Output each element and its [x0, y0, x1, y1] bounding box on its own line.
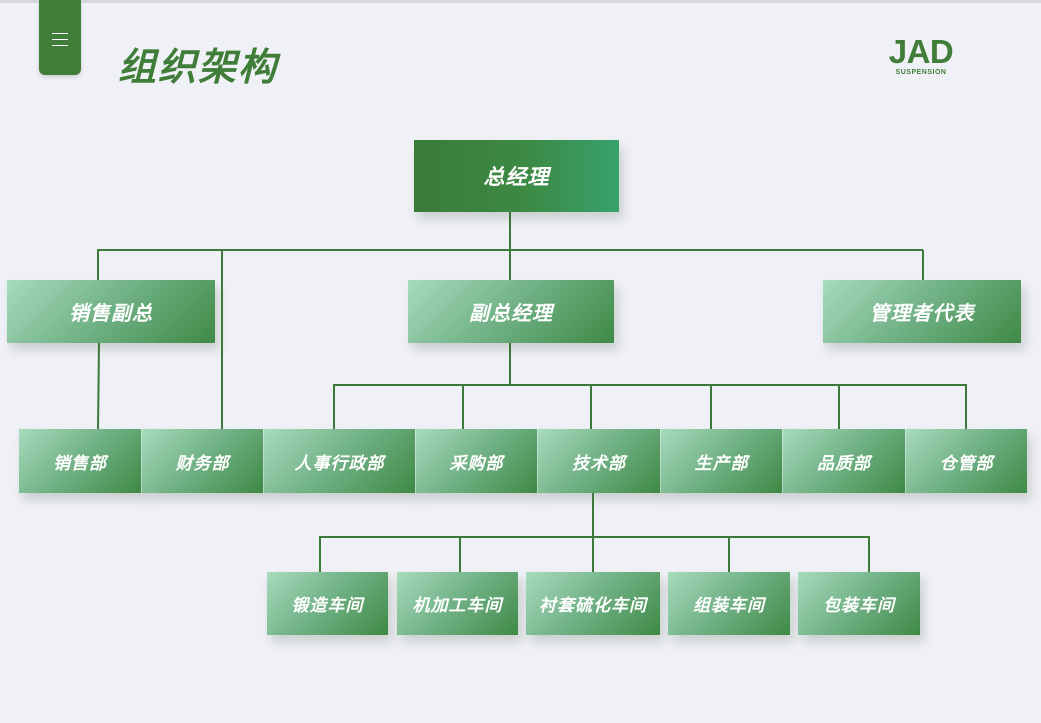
- org-node-deputy-gm[interactable]: 副总经理: [408, 280, 614, 343]
- org-node-management-rep[interactable]: 管理者代表: [823, 280, 1021, 343]
- page-title: 组织架构: [118, 45, 279, 89]
- org-node-machining-workshop[interactable]: 机加工车间: [397, 572, 518, 635]
- menu-button[interactable]: [39, 0, 81, 75]
- org-node-packaging-workshop[interactable]: 包装车间: [798, 572, 920, 635]
- org-node-sales-dept[interactable]: 销售部: [19, 429, 142, 493]
- node-label: 包装车间: [823, 596, 895, 616]
- node-label: 采购部: [449, 453, 504, 474]
- logo-wordmark: JAD: [888, 33, 954, 70]
- org-node-production-dept[interactable]: 生产部: [661, 429, 783, 493]
- node-label: 销售部: [53, 453, 107, 474]
- org-node-sales-vp[interactable]: 销售副总: [7, 280, 215, 343]
- node-label: 仓管部: [939, 453, 994, 474]
- org-node-purchasing-dept[interactable]: 采购部: [416, 429, 538, 493]
- org-node-assembly-workshop[interactable]: 组装车间: [668, 572, 790, 635]
- node-label: 锻造车间: [291, 596, 364, 616]
- node-label: 机加工车间: [412, 596, 503, 616]
- top-border: [0, 0, 1041, 3]
- node-label: 生产部: [694, 453, 749, 474]
- node-label: 销售副总: [69, 301, 153, 325]
- node-label: 副总经理: [469, 301, 553, 325]
- org-node-quality-dept[interactable]: 品质部: [783, 429, 906, 493]
- org-node-technology-dept[interactable]: 技术部: [538, 429, 661, 493]
- node-label: 人事行政部: [294, 453, 385, 474]
- org-node-hr-admin-dept[interactable]: 人事行政部: [264, 429, 416, 493]
- org-node-general-manager[interactable]: 总经理: [414, 140, 619, 212]
- node-label: 品质部: [817, 453, 871, 474]
- logo-tagline: SUSPENSION: [895, 69, 947, 76]
- org-node-forging-workshop[interactable]: 锻造车间: [267, 572, 388, 635]
- node-label: 总经理: [483, 165, 550, 189]
- org-node-finance-dept[interactable]: 财务部: [142, 429, 264, 493]
- node-label: 技术部: [572, 453, 626, 474]
- org-node-warehouse-dept[interactable]: 仓管部: [906, 429, 1027, 493]
- node-label: 财务部: [175, 453, 230, 474]
- node-label: 组装车间: [693, 596, 765, 616]
- node-label: 衬套硫化车间: [539, 596, 647, 616]
- company-logo: JAD SUSPENSION: [883, 33, 959, 78]
- node-label: 管理者代表: [869, 301, 975, 325]
- org-node-bushing-vulcanizing-workshop[interactable]: 衬套硫化车间: [526, 572, 660, 635]
